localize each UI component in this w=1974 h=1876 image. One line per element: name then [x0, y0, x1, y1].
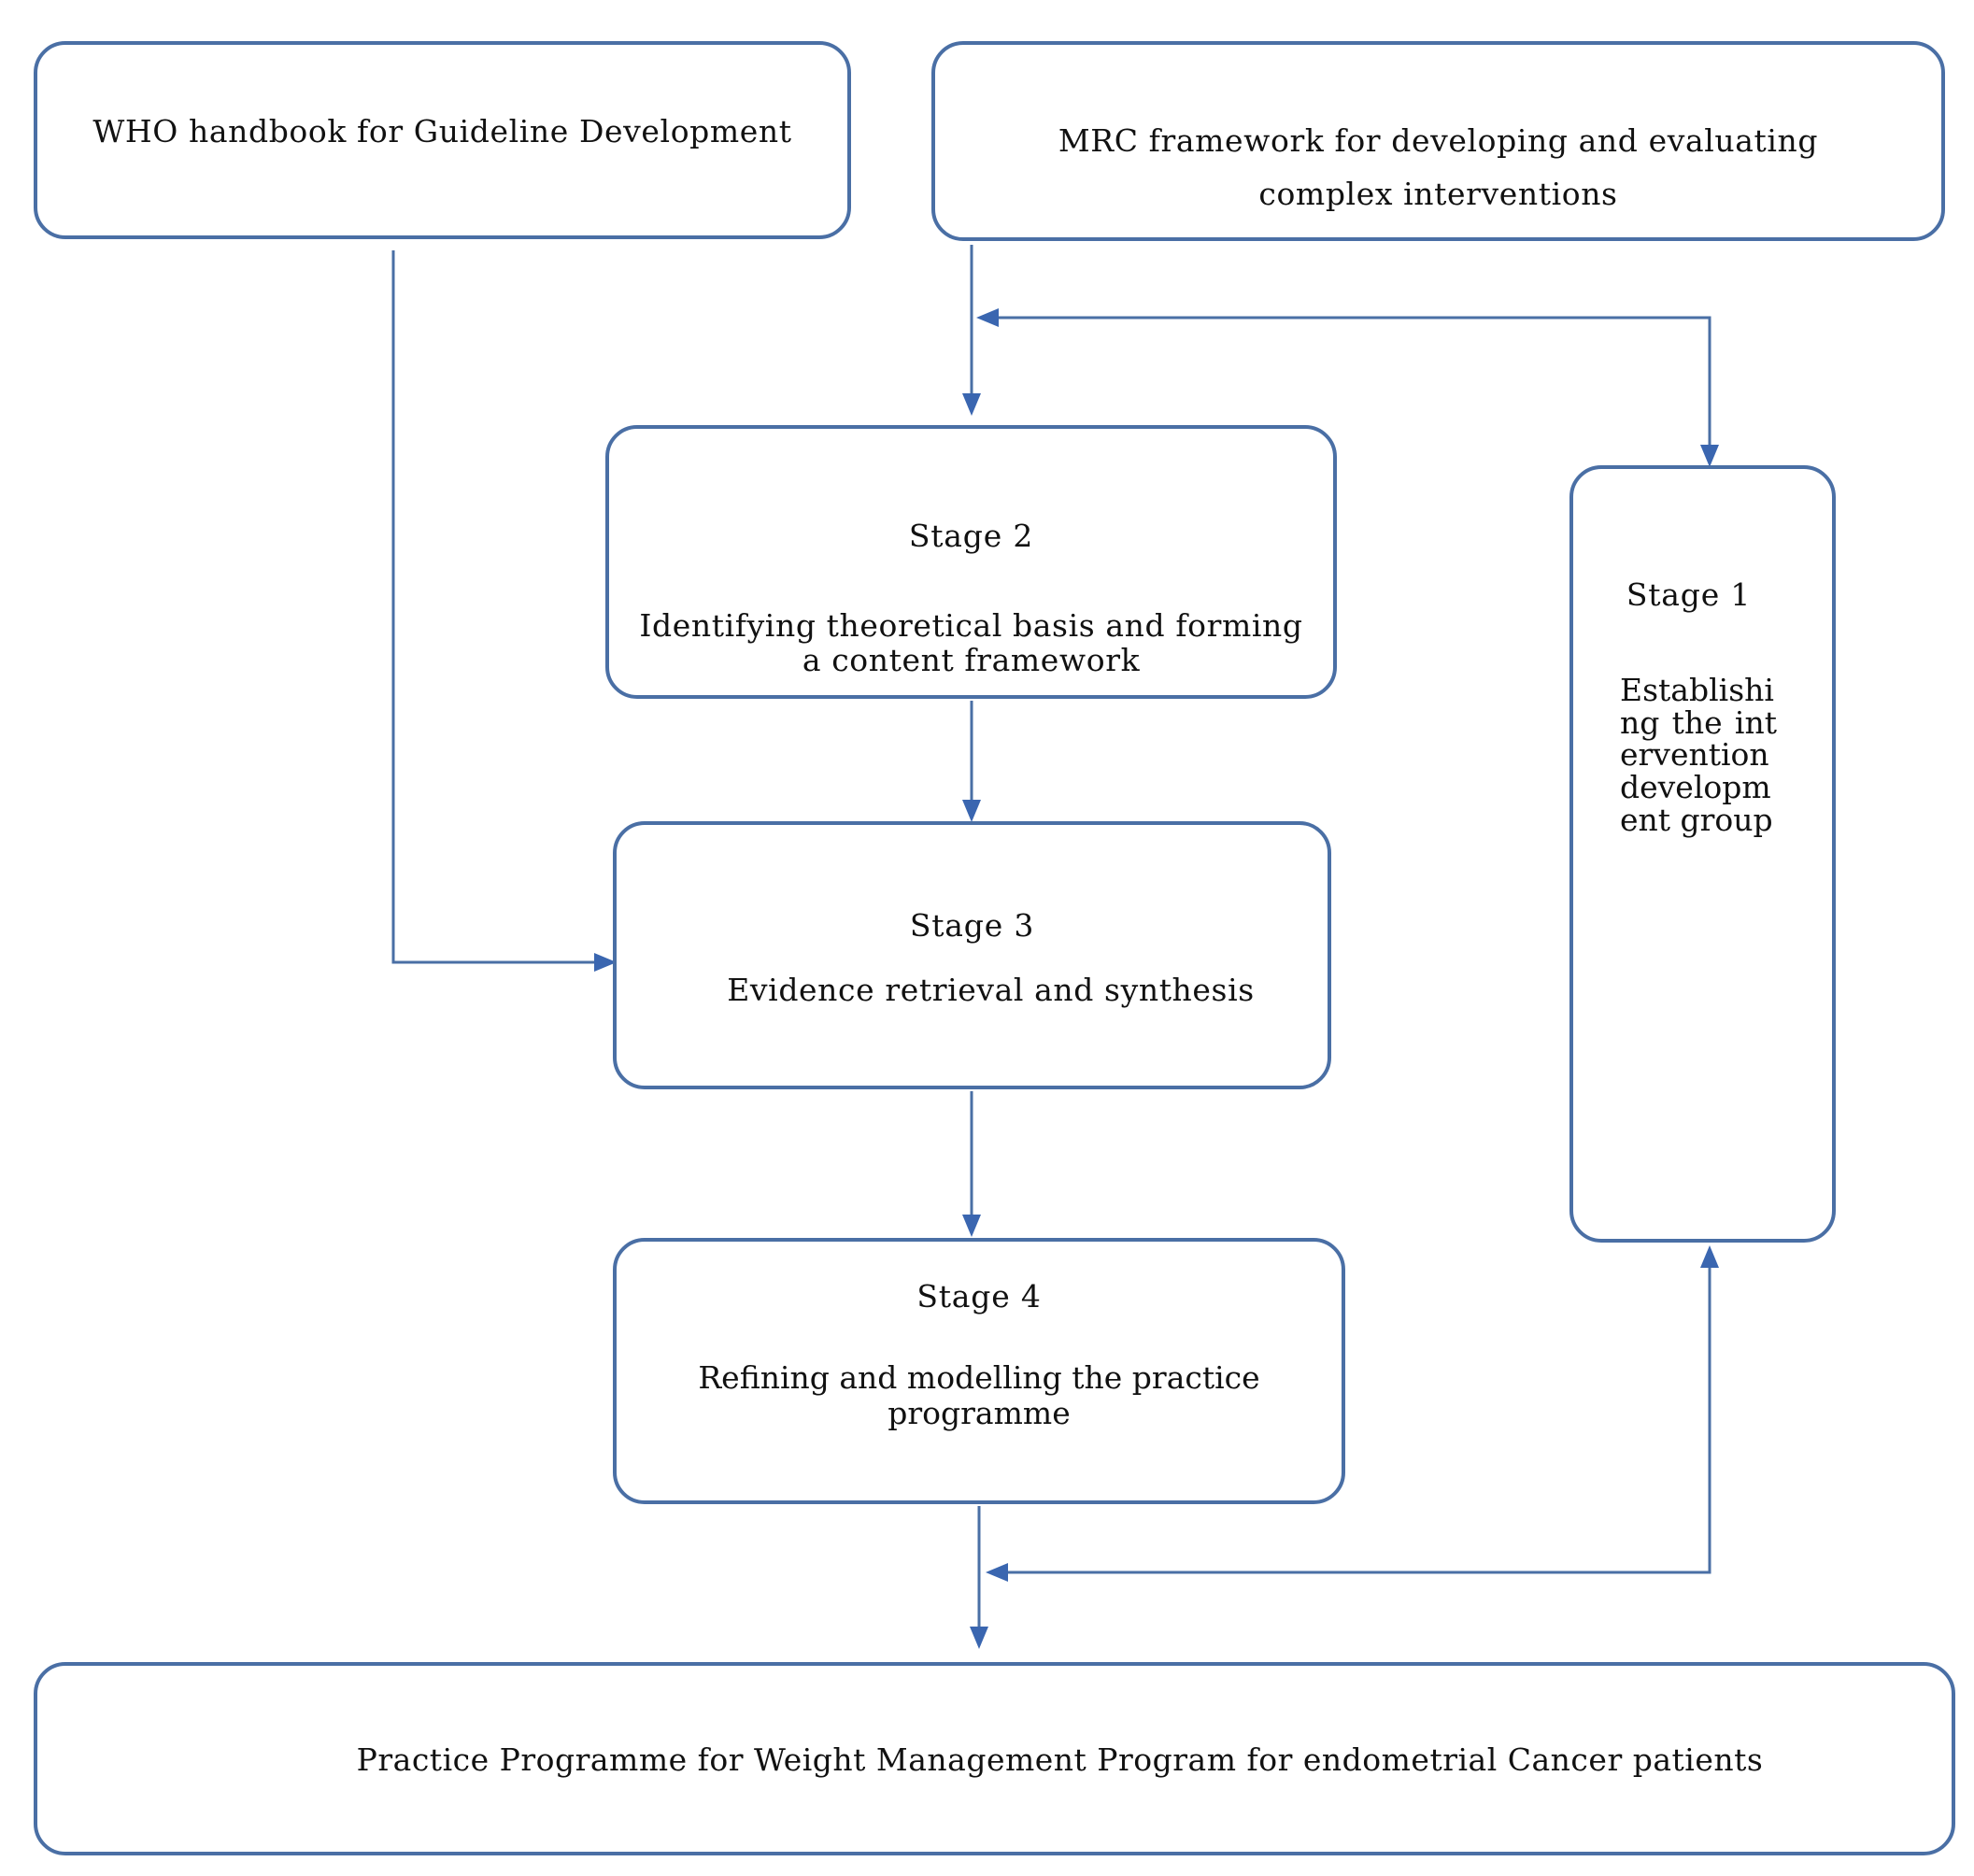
- connector-stage1-bottom-loop: [1000, 1261, 1711, 1574]
- stage2-title: Stage 2: [908, 518, 1034, 554]
- stage4-description: Refining and modelling the practice prog…: [698, 1359, 1260, 1431]
- arrowhead-into-stage3-top: [962, 800, 981, 822]
- arrowhead-loop-into-stage4-stem: [986, 1563, 1008, 1582]
- mrc-framework-box: MRC framework for developing and evaluat…: [931, 41, 1945, 241]
- arrowhead-into-final-top: [970, 1627, 988, 1649]
- arrowhead-into-stage1-bottom: [1700, 1245, 1719, 1268]
- stage3-title: Stage 3: [909, 907, 1035, 944]
- stage3-description: Evidence retrieval and synthesis: [727, 972, 1255, 1008]
- arrowhead-into-stage1-top: [1700, 445, 1719, 467]
- stage4-title: Stage 4: [916, 1278, 1042, 1315]
- practice-programme-label: Practice Programme for Weight Management…: [356, 1741, 1764, 1778]
- practice-programme-box: Practice Programme for Weight Management…: [34, 1662, 1955, 1855]
- arrowhead-into-stage2-top: [962, 393, 981, 416]
- stage2-description: Identifying theoretical basis and formin…: [639, 607, 1303, 678]
- arrowhead-loop-into-mrc-stem: [976, 308, 999, 327]
- arrowhead-into-stage3-left: [594, 953, 617, 972]
- stage4-box: Stage 4 Refining and modelling the pract…: [613, 1238, 1345, 1504]
- stage3-box: Stage 3 Evidence retrieval and synthesis: [613, 821, 1331, 1089]
- connector-who-to-stage3: [391, 250, 598, 964]
- who-handbook-label: WHO handbook for Guideline Development: [92, 113, 792, 149]
- stage2-box: Stage 2 Identifying theoretical basis an…: [605, 425, 1337, 699]
- stage1-description: Establishing the intervention developmen…: [1620, 672, 1777, 838]
- connector-stage1-to-stage2-loop: [990, 316, 1711, 458]
- arrowhead-into-stage4-top: [962, 1215, 981, 1237]
- stage1-title: Stage 1: [1626, 576, 1752, 613]
- mrc-framework-label: MRC framework for developing and evaluat…: [1058, 122, 1819, 212]
- who-handbook-box: WHO handbook for Guideline Development: [34, 41, 851, 239]
- stage1-box: Stage 1 Establishing the intervention de…: [1569, 465, 1836, 1243]
